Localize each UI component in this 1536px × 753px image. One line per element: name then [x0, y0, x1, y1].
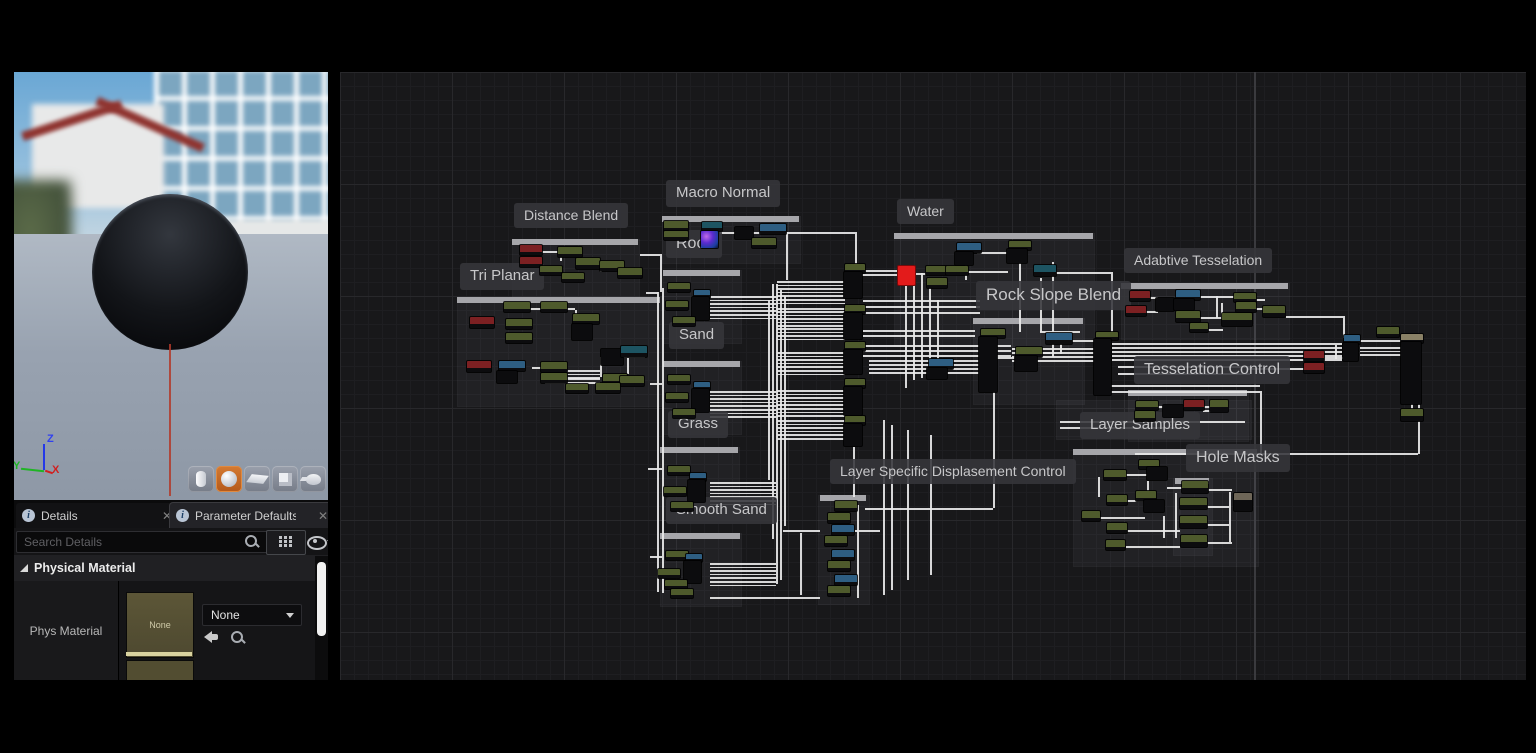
plane-icon — [245, 474, 269, 484]
preview-viewport[interactable]: Z Y X — [14, 72, 328, 500]
dropdown-value: None — [211, 608, 240, 622]
info-icon: i — [22, 509, 35, 522]
gizmo-z-axis — [43, 444, 45, 470]
arrow-left-icon — [204, 631, 212, 643]
frame-top — [0, 0, 1536, 72]
frame-bottom — [0, 680, 1536, 753]
details-search-row — [14, 528, 328, 555]
preview-cylinder-button[interactable] — [188, 466, 214, 492]
close-icon[interactable]: ✕ — [317, 508, 328, 523]
details-panel: i Details ✕ i Parameter Defaults ✕ Ph — [14, 500, 328, 680]
cylinder-icon — [196, 471, 206, 487]
teapot-icon — [305, 473, 321, 485]
phys-material-label: Phys Material — [29, 623, 103, 638]
eye-icon[interactable] — [307, 536, 327, 550]
column-divider[interactable] — [118, 581, 119, 680]
details-scrollbar-track[interactable] — [315, 556, 328, 680]
cube-icon — [278, 472, 292, 486]
thumbnail-label: None — [149, 620, 171, 630]
thumbnail-strip — [126, 652, 192, 656]
phys-material-dropdown[interactable]: None — [202, 604, 302, 626]
browse-button[interactable] — [230, 630, 244, 644]
info-icon: i — [176, 509, 189, 522]
gizmo-z-label: Z — [47, 433, 54, 445]
property-label-column: Phys Material — [14, 581, 118, 680]
search-box — [16, 531, 268, 553]
tab-parameter-defaults-label: Parameter Defaults — [195, 508, 296, 523]
view-options-grid-button[interactable] — [266, 530, 306, 555]
details-tabbar: i Details ✕ i Parameter Defaults ✕ — [14, 500, 328, 528]
node-graph-canvas[interactable] — [340, 72, 1526, 680]
gizmo-y-label: Y — [14, 460, 21, 472]
material-preview-sphere[interactable] — [92, 194, 248, 350]
preview-building-windows — [154, 72, 328, 228]
section-physical-material[interactable]: Physical Material — [14, 555, 328, 581]
gizmo-x-label: X — [52, 464, 60, 476]
grid-icon — [279, 536, 282, 539]
preview-shape-toolbar — [188, 466, 326, 494]
tab-details-label: Details — [41, 508, 78, 523]
frame-left — [0, 72, 14, 680]
chevron-down-icon[interactable] — [327, 540, 328, 545]
expand-triangle-icon[interactable] — [20, 564, 28, 572]
tab-details[interactable]: i Details ✕ — [16, 503, 178, 528]
search-icon — [245, 535, 257, 547]
preview-sphere-button[interactable] — [216, 466, 242, 492]
frame-right — [1526, 72, 1536, 680]
next-thumbnail[interactable] — [126, 660, 194, 680]
magnifier-icon — [231, 631, 243, 643]
arrow-left-icon-stem — [211, 634, 218, 640]
details-scrollbar-thumb[interactable] — [317, 562, 326, 636]
preview-axis-line — [169, 344, 171, 496]
orientation-gizmo: Z Y X — [14, 432, 84, 492]
grid-major-line — [1254, 72, 1256, 680]
gizmo-y-axis — [20, 467, 45, 473]
preview-teapot-button[interactable] — [300, 466, 326, 492]
section-label: Physical Material — [34, 561, 136, 575]
preview-plane-button[interactable] — [244, 466, 270, 492]
phys-material-thumbnail[interactable]: None — [126, 592, 194, 658]
sphere-icon — [221, 471, 237, 487]
chevron-down-icon — [286, 613, 294, 618]
preview-cube-button[interactable] — [272, 466, 298, 492]
physical-material-body: Phys Material None None — [14, 581, 328, 680]
frame-gap — [328, 72, 340, 680]
search-details-input[interactable] — [22, 533, 236, 551]
close-icon[interactable]: ✕ — [161, 508, 172, 523]
use-selected-arrow-button[interactable] — [204, 631, 218, 643]
tab-parameter-defaults[interactable]: i Parameter Defaults ✕ — [170, 503, 328, 528]
